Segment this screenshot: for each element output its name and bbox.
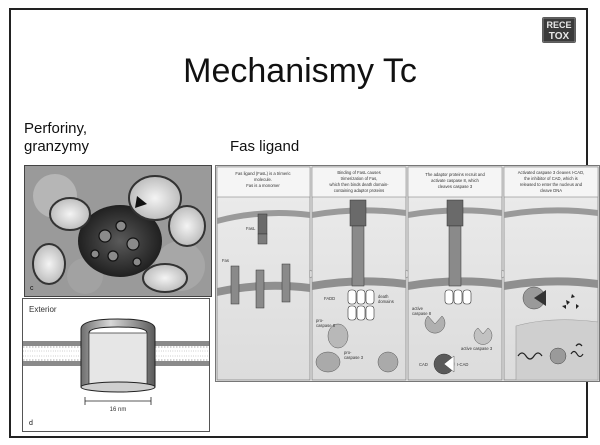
logo-line1: RECE: [546, 20, 571, 30]
perforin-label: Perforiny, granzymy: [24, 120, 89, 156]
fas-panel-2-caption-4: containing adaptor proteins: [334, 188, 385, 193]
fas-panel-4-caption-1: Activated caspase 3 cleaves I-CAD,: [518, 170, 585, 175]
fas-panel-3-caption-3: cleaves caspase 3: [438, 184, 473, 189]
fas-panel-3: The adaptor proteins recruit and activat…: [408, 167, 508, 380]
perforin-pore-diagram: Exterior 16 nm d: [22, 298, 210, 432]
fas-panel-1: Fas ligand (FasL) is a trimeric molecule…: [217, 167, 316, 380]
perforin-label-line1: Perforiny,: [24, 120, 89, 138]
fas-panel-2-label-pro8b: caspase 8: [316, 323, 336, 328]
fas-panel-2-label-domains: domains: [378, 299, 394, 304]
pore-scale-label: 16 nm: [110, 407, 127, 413]
fas-panel-1-caption-2: molecule.: [254, 177, 272, 182]
fas-panel-2-label-fadd: FADD: [324, 296, 335, 301]
fas-panel-4: Activated caspase 3 cleaves I-CAD, the i…: [504, 167, 598, 380]
fas-panel-4-caption-4: cleave DNA: [540, 188, 562, 193]
perforin-label-line2: granzymy: [24, 138, 89, 156]
fas-panel-2-label-pro3b: caspase 3: [344, 355, 364, 360]
fas-panel-1-caption-3: Fas is a monomer: [246, 183, 280, 188]
fas-panel-3-label-active8b: caspase 8: [412, 311, 432, 316]
fas-panel-3-caption-1: The adaptor proteins recruit and: [425, 172, 485, 177]
exterior-label: Exterior: [29, 305, 57, 314]
fas-panel-2: Binding of FasL causes trimerization of …: [312, 167, 412, 380]
fas-panel-3-label-cad: CAD: [419, 362, 428, 367]
logo-line2: TOX: [549, 31, 570, 42]
fas-panel-2-caption-2: trimerization of Fas,: [341, 176, 378, 181]
fas-panel-3-label-icad: I-CAD: [457, 362, 468, 367]
fas-panel-2-caption-1: Binding of FasL causes: [337, 170, 380, 175]
fas-panel-4-caption-2: the inhibitor of CAD, which is: [524, 176, 578, 181]
recetox-logo: RECE TOX: [542, 17, 576, 43]
fas-panel-1-label-fasl: FasL: [246, 226, 256, 231]
page-title: Mechanismy Tc: [0, 52, 600, 91]
fas-pathway-figure: Fas ligand (FasL) is a trimeric molecule…: [215, 165, 600, 382]
fas-panel-4-caption-3: released to enter the nucleus and: [520, 182, 583, 187]
fas-panel-1-caption-1: Fas ligand (FasL) is a trimeric: [235, 171, 290, 176]
electron-micrograph: c: [24, 165, 212, 297]
pore-panel-letter: d: [29, 420, 33, 427]
fas-panel-3-caption-2: activate caspase 8, which: [431, 178, 479, 183]
micrograph-panel-letter: c: [30, 285, 34, 292]
fas-panel-3-label-active3: active caspase 3: [461, 346, 493, 351]
fas-panel-1-label-fas: Fas: [222, 258, 229, 263]
fas-ligand-label: Fas ligand: [230, 138, 299, 156]
pore-cylinder: [81, 319, 155, 392]
fas-panel-2-caption-3: which then binds death domain-: [329, 182, 389, 187]
